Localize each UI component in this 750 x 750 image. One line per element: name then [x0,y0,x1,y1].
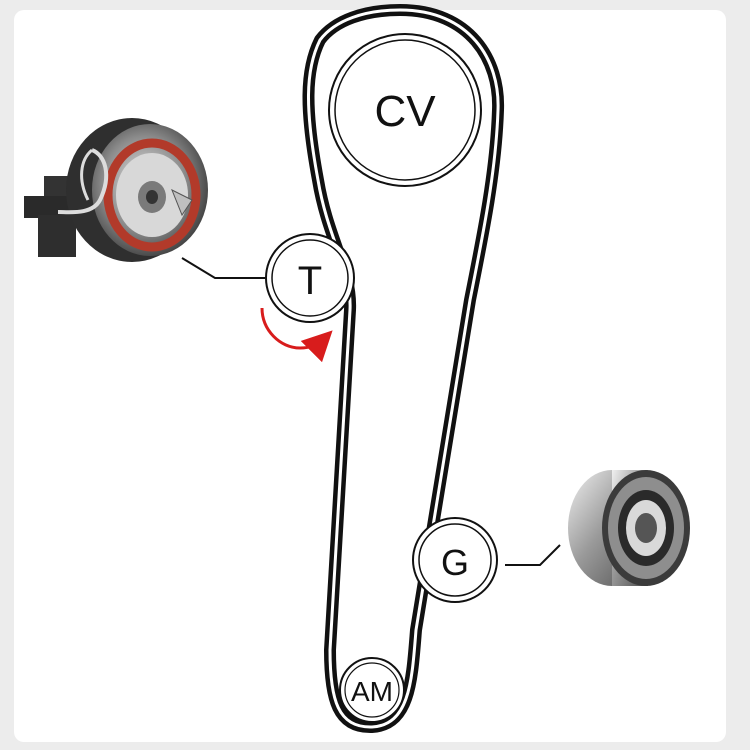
am-label: AM [351,676,393,707]
guide-leader-line [505,544,561,566]
timing-belt [302,4,505,734]
guide-idler-part-icon [568,470,690,586]
clockwise-arrow-icon [260,307,333,363]
am-pulley: AM [339,657,405,723]
tensioner-leader-line [181,257,265,279]
guide-pulley: G [412,517,498,603]
cv-label: CV [374,87,436,136]
tensioner-pulley: T [265,233,355,323]
tensioner-label: T [298,259,322,303]
guide-label: G [441,542,469,583]
tensioner-part-icon [24,118,208,262]
cv-pulley: CV [328,33,482,187]
